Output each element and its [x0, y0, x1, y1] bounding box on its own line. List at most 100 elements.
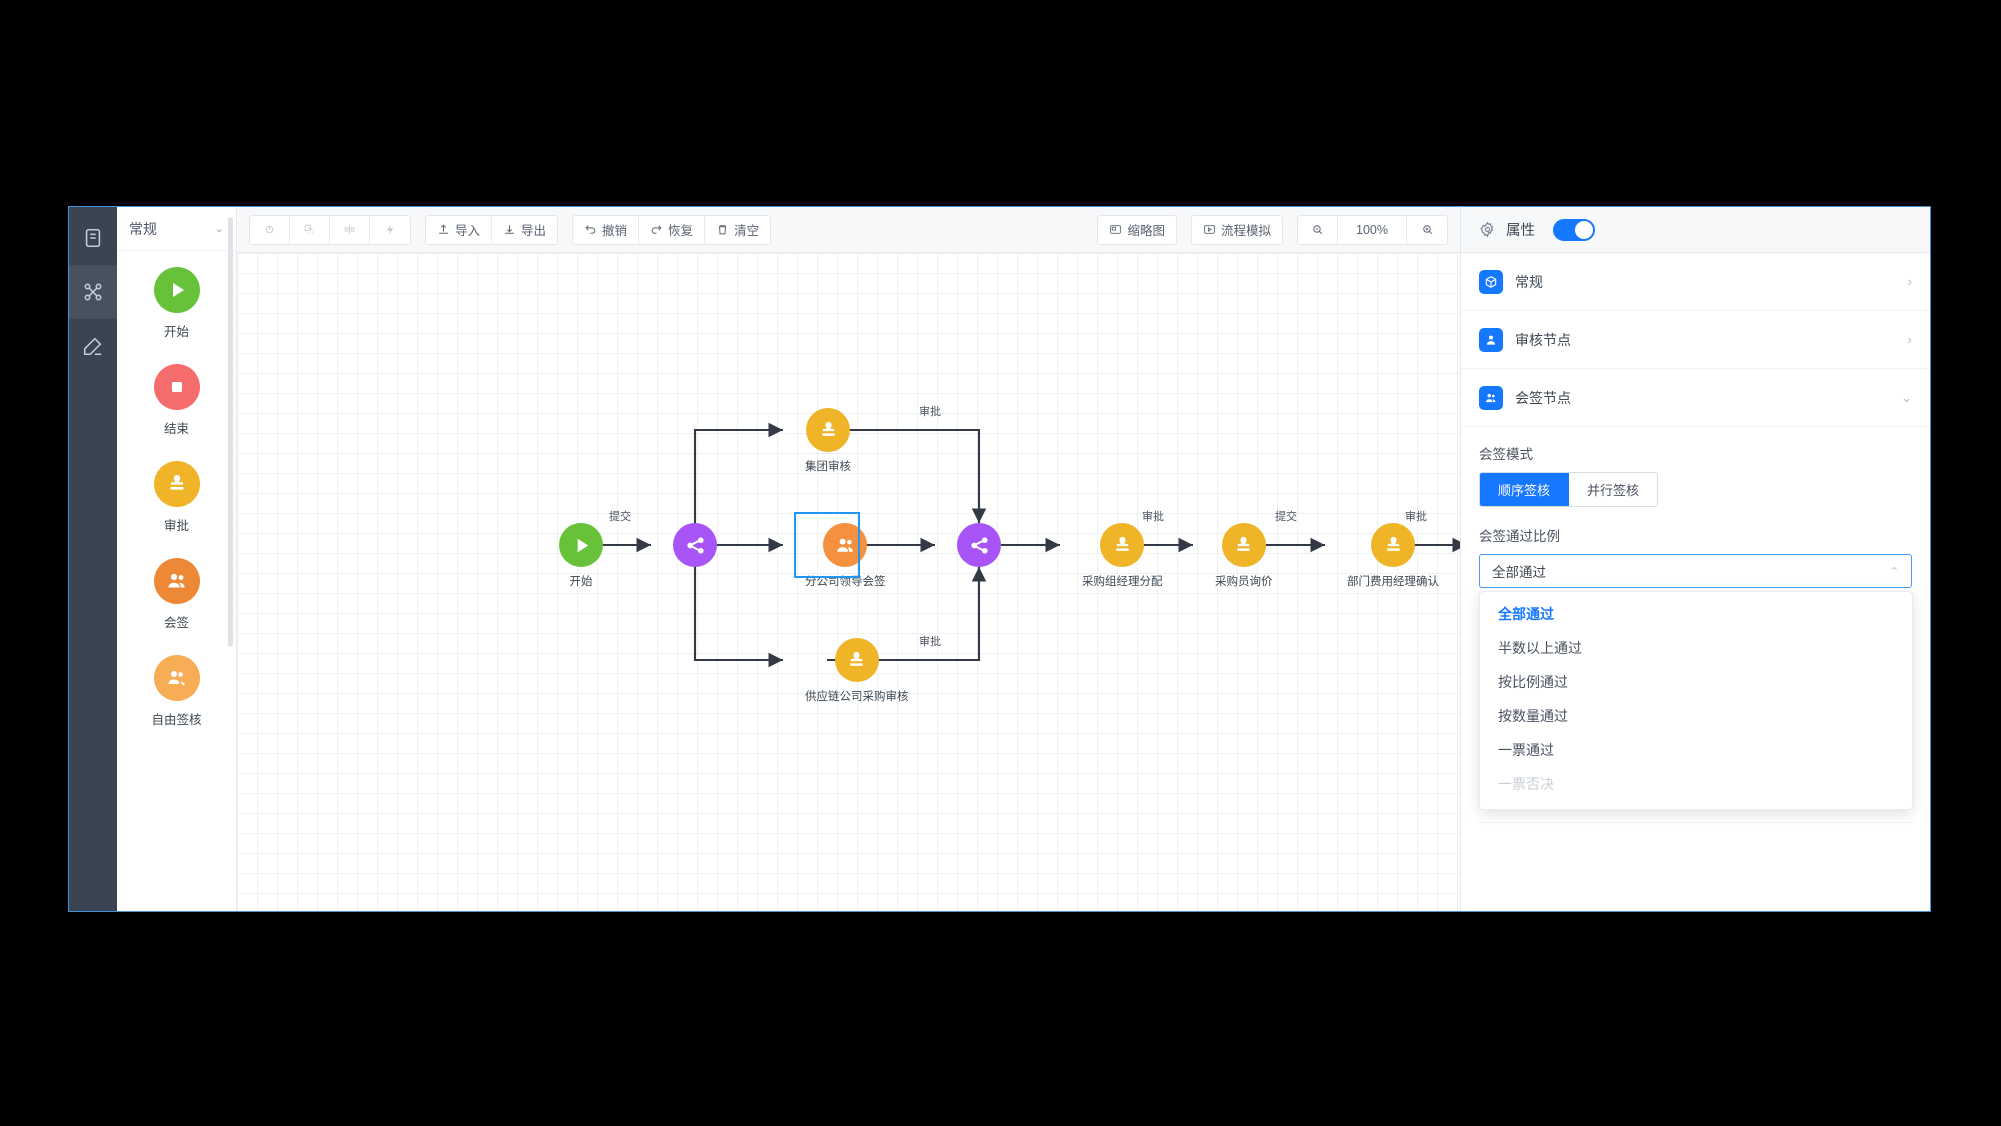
countersign-node-shape [823, 523, 868, 567]
toolbar-view-group: 缩略图 [1097, 214, 1177, 245]
canvas-node-buyer-inquiry[interactable]: 采购员询价 [1215, 523, 1273, 589]
copy-icon[interactable] [290, 215, 330, 244]
undo-shape-icon[interactable] [250, 215, 290, 244]
approve-node-shape [1371, 523, 1415, 567]
dropdown-option[interactable]: 半数以上通过 [1498, 640, 1582, 656]
node-label: 分公司领导会签 [805, 576, 886, 588]
start-node-swatch [153, 267, 200, 313]
play-icon [172, 283, 184, 297]
undo-button[interactable]: 撤销 [573, 215, 640, 244]
dropdown-option[interactable]: 按数量通过 [1498, 708, 1568, 724]
toolbar-io-group: 导入 导出 [425, 214, 559, 245]
palette-group-label: 常规 [129, 220, 157, 237]
properties-panel: 属性 常规 › 审核节点 › 会签节点 ⌄ 会签模式 [1460, 207, 1930, 911]
dropdown-option[interactable]: 全部通过 [1498, 606, 1554, 622]
node-label: 供应链公司采购审核 [805, 691, 909, 703]
toolbar-history-group: 撤销 恢复 清空 [572, 214, 772, 245]
edge-label: 审批 [919, 636, 941, 648]
palette-item-label: 会签 [163, 616, 189, 630]
chevron-down-icon: ⌄ [214, 223, 224, 235]
node-label: 采购组经理分配 [1082, 576, 1163, 588]
canvas-node-supply-review[interactable]: 供应链公司采购审核 [805, 638, 909, 704]
gateway-node-shape [957, 523, 1001, 567]
edge-label: 提交 [609, 511, 631, 523]
canvas-node-purchase-manager[interactable]: 采购组经理分配 [1082, 523, 1163, 589]
countersign-node-swatch [153, 558, 200, 604]
countersign-ratio-label: 会签通过比例 [1479, 529, 1560, 544]
group-icon [837, 538, 853, 552]
mode-sequential-button[interactable]: 顺序签核 [1480, 473, 1570, 506]
palette-item-label: 审批 [163, 519, 189, 533]
palette-item-list: 开始 结束 审批 [117, 251, 236, 911]
dropdown-option[interactable]: 一票否决 [1498, 776, 1554, 792]
properties-toggle[interactable] [1553, 218, 1595, 241]
palette-group-header[interactable]: 常规 ⌄ [117, 207, 236, 251]
countersign-settings: 会签模式 顺序签核 并行签核 会签通过比例 全部通过 ⌃ [1461, 427, 1930, 588]
mode-parallel-button[interactable]: 并行签核 [1569, 473, 1658, 506]
form-panel-icon[interactable] [69, 211, 117, 265]
palette-item-free-sign[interactable]: 自由签核 [117, 655, 236, 728]
approve-node-shape [1100, 523, 1145, 567]
chevron-up-icon: ⌃ [1889, 565, 1899, 578]
chevron-down-icon: ⌄ [1901, 389, 1912, 405]
gear-icon [1479, 221, 1496, 238]
dropdown-option[interactable]: 一票通过 [1498, 742, 1554, 758]
palette-item-countersign[interactable]: 会签 [117, 558, 236, 631]
canvas-node-start[interactable]: 开始 [559, 523, 603, 589]
palette-item-end[interactable]: 结束 [117, 364, 236, 437]
gateway-node-shape [673, 523, 717, 567]
lightning-icon[interactable] [370, 216, 410, 244]
zoom-out-button[interactable] [1298, 215, 1339, 244]
align-icon[interactable] [330, 215, 370, 244]
prop-section-countersign-node[interactable]: 会签节点 ⌄ [1461, 369, 1930, 427]
palette-item-label: 结束 [163, 422, 189, 436]
canvas-node-group-review[interactable]: 集团审核 [805, 408, 851, 474]
flow-canvas[interactable]: 开始 集团审核 [237, 253, 1460, 911]
edge-label: 提交 [1275, 511, 1297, 523]
export-icon [505, 225, 514, 234]
thumbnail-button[interactable]: 缩略图 [1098, 216, 1176, 244]
import-button[interactable]: 导入 [426, 215, 493, 244]
workflow-designer-app: 常规 ⌄ 开始 结束 [68, 206, 1931, 912]
clear-button[interactable]: 清空 [705, 216, 770, 244]
node-label: 集团审核 [805, 461, 851, 473]
canvas-node-branch-countersign[interactable]: 分公司领导会签 [794, 512, 886, 589]
stamp-icon [1237, 536, 1250, 551]
properties-header: 属性 [1461, 207, 1930, 253]
zoom-level-value[interactable]: 100% [1338, 215, 1407, 244]
prop-section-review-node[interactable]: 审核节点 › [1461, 311, 1930, 369]
node-palette: 常规 ⌄ 开始 结束 [117, 207, 237, 911]
export-button[interactable]: 导出 [492, 216, 557, 244]
dropdown-option[interactable]: 按比例通过 [1498, 674, 1568, 690]
pen-panel-icon[interactable] [69, 319, 117, 373]
stamp-icon [821, 421, 835, 436]
zoom-in-button[interactable] [1407, 216, 1447, 244]
user-icon [1479, 327, 1503, 352]
countersign-ratio-select[interactable]: 全部通过 ⌃ [1479, 554, 1912, 588]
thumbnail-icon [1110, 225, 1122, 234]
countersign-ratio-dropdown: 全部通过 半数以上通过 按比例通过 按数量通过 一票通过 一票否决 [1479, 591, 1913, 810]
toolbar-edit-group [249, 214, 411, 245]
palette-item-start[interactable]: 开始 [117, 267, 236, 340]
approve-node-shape [1221, 523, 1266, 567]
chevron-right-icon: › [1907, 332, 1912, 347]
prop-section-label: 审核节点 [1515, 331, 1571, 348]
stamp-icon [1116, 536, 1129, 551]
start-node-shape [559, 523, 603, 567]
zoom-out-icon [1313, 225, 1323, 235]
canvas-node-gateway-1[interactable] [673, 523, 717, 567]
prop-section-general[interactable]: 常规 › [1461, 253, 1930, 311]
flow-panel-icon[interactable] [69, 265, 117, 319]
clear-label: 清空 [734, 224, 760, 238]
palette-scrollbar[interactable] [228, 217, 233, 647]
free-sign-node-swatch [153, 655, 200, 701]
node-label: 采购员询价 [1215, 576, 1273, 588]
simulate-button[interactable]: 流程模拟 [1192, 216, 1282, 244]
simulate-label: 流程模拟 [1221, 224, 1272, 238]
canvas-area: 导入 导出 撤销 恢复 清空 [237, 207, 1460, 911]
canvas-node-dept-confirm[interactable]: 部门费用经理确认 [1347, 523, 1439, 589]
redo-button[interactable]: 恢复 [639, 215, 706, 244]
canvas-node-gateway-2[interactable] [957, 523, 1001, 567]
prop-section-label: 常规 [1515, 273, 1543, 290]
palette-item-approve[interactable]: 审批 [117, 461, 236, 534]
